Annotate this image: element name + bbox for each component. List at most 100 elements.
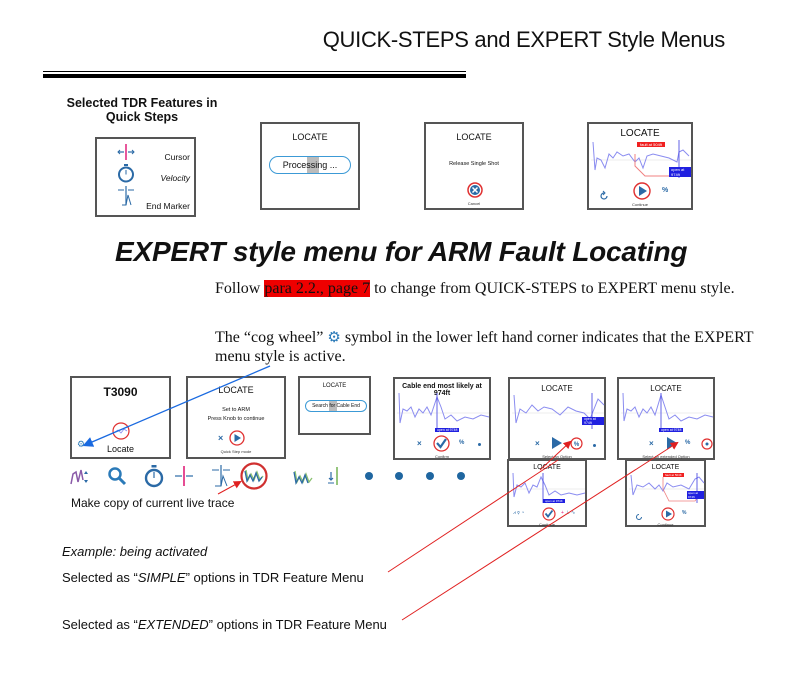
cancel-x-icon[interactable]: × — [218, 433, 224, 443]
screen-caption: Cancel — [467, 201, 481, 206]
text: ” options in TDR Feature Menu — [185, 570, 364, 585]
end-marker-icon — [118, 186, 134, 206]
cancel-x-icon[interactable]: × — [649, 439, 654, 448]
extended-emphasis: EXTENDED — [137, 617, 209, 632]
screen-message: Press Knob to continue — [207, 416, 265, 422]
confirm-check-icon[interactable] — [542, 507, 556, 521]
compare-icon[interactable]: % — [685, 440, 691, 446]
refresh-icon[interactable] — [599, 190, 609, 201]
text: Selected as “ — [62, 570, 138, 585]
pill-text: Processing ... — [282, 160, 338, 170]
para-text: symbol in the lower left hand corner ind… — [215, 329, 754, 365]
simple-option-text: Selected as “SIMPLE” options in TDR Feat… — [62, 570, 364, 585]
expert-screen-cable-end: Cable end most likely at 974ft open at 9… — [393, 377, 491, 460]
trace-scale-icon[interactable] — [70, 468, 90, 486]
play-button-icon[interactable] — [661, 507, 675, 521]
expert-screen-t3090: T3090 ⚙ Locate — [70, 376, 171, 459]
feature-end-marker: End Marker — [97, 185, 194, 211]
processing-pill: Processing ... — [269, 156, 351, 174]
search-pill: Search for Cable End — [305, 400, 367, 412]
paragraph-follow: Follow para 2.2., page 7 to change from … — [215, 279, 775, 298]
screen-message: Set to ARM — [222, 407, 250, 413]
trace-scale-icon[interactable]: ⩘ — [513, 510, 516, 516]
expert-screen-set-arm: LOCATE Set to ARM Press Knob to continue… — [186, 376, 286, 459]
simple-emphasis: SIMPLE — [137, 570, 186, 585]
play-icon[interactable] — [667, 437, 677, 449]
quick-steps-title: Selected TDR Features in Quick Steps — [62, 96, 222, 124]
cursor-icon[interactable]: + — [561, 510, 564, 516]
compare-trace-icon[interactable] — [293, 468, 314, 486]
cursor-icon — [117, 144, 135, 160]
screen-title: LOCATE — [322, 383, 347, 389]
cancel-x-icon[interactable]: × — [417, 439, 422, 448]
fault-label: fault at 504ft — [637, 142, 666, 147]
screen-title: LOCATE — [541, 384, 573, 393]
screen-caption: Continue — [657, 522, 674, 527]
confirm-check-icon[interactable] — [433, 435, 450, 452]
para-text: The “cog wheel” — [215, 329, 328, 346]
para-text: Follow — [215, 280, 265, 297]
stopwatch-icon[interactable] — [143, 464, 165, 488]
svg-text:%: % — [574, 442, 580, 448]
zoom-icon[interactable] — [107, 466, 127, 486]
end-marker-icon[interactable]: ⊥ — [565, 510, 570, 516]
cancel-icon[interactable] — [467, 182, 483, 198]
screen-caption: Continue — [538, 522, 555, 527]
feature-velocity: Velocity — [97, 163, 194, 183]
para-text: to change from QUICK-STEPS to EXPERT men… — [370, 280, 735, 297]
para-reference-link[interactable]: para 2.2., page 7 — [264, 280, 371, 297]
screen-caption: Locate — [106, 444, 135, 454]
dot-icon[interactable] — [395, 472, 403, 480]
quick-steps-title-line2: Quick Steps — [105, 110, 179, 124]
expert-screen-simple-continue: LOCATE open at 974ft ⩘ ⚲ ◔ + ⊥ ∿ Continu… — [507, 459, 587, 527]
zoom-icon[interactable]: ⚲ — [517, 510, 520, 516]
expert-screen-extended-option: LOCATE open at 974ft × % Select an exten… — [617, 377, 715, 460]
expert-screen-search: LOCATE Search for Cable End — [298, 376, 371, 435]
compare-icon[interactable]: % — [570, 437, 583, 450]
screen-title: LOCATE — [218, 385, 254, 395]
dot-icon[interactable] — [365, 472, 373, 480]
fault-label: fault at 504ft — [663, 473, 684, 477]
screen-title: LOCATE — [533, 464, 561, 471]
level-icon[interactable] — [326, 466, 342, 486]
screen-message: Release Single Shot — [449, 161, 499, 167]
dot-icon[interactable] — [593, 444, 596, 447]
end-label: open at 974ft — [543, 499, 565, 503]
trace-plot — [629, 473, 705, 503]
locate-icon[interactable] — [112, 422, 130, 440]
page-header-title: QUICK-STEPS and EXPERT Style Menus — [322, 27, 726, 52]
stopwatch-icon[interactable]: ◔ — [521, 510, 525, 516]
play-icon[interactable] — [552, 437, 562, 449]
extended-option-text: Selected as “EXTENDED” options in TDR Fe… — [62, 617, 387, 632]
extended-options-icon[interactable] — [701, 438, 713, 450]
end-label: open at 974ft — [687, 491, 704, 499]
copy-trace-icon[interactable] — [240, 462, 268, 490]
dot-icon[interactable] — [426, 472, 434, 480]
compare-icon[interactable]: % — [662, 187, 669, 194]
screen-caption: Confirm — [434, 454, 449, 459]
dot-icon[interactable] — [478, 443, 481, 446]
screen-title: T3090 — [103, 385, 138, 399]
trace-plot — [621, 392, 714, 429]
play-button-icon[interactable] — [229, 430, 245, 446]
simple-toolbar: ⩘ ⚲ ◔ — [513, 510, 524, 516]
cancel-x-icon[interactable]: × — [535, 439, 540, 448]
compare-icon[interactable]: % — [682, 510, 687, 516]
trace-plot — [591, 140, 692, 178]
end-label: open at 974ft — [659, 428, 684, 432]
refresh-icon[interactable] — [635, 513, 643, 521]
cursor-icon[interactable] — [174, 466, 194, 486]
compare-icon[interactable]: % — [459, 440, 465, 446]
copy-trace-icon[interactable]: ∿ — [571, 510, 576, 516]
example-title: Example: being activated — [62, 544, 208, 559]
screen-title: Cable end most likely at 974ft — [402, 383, 482, 397]
end-marker-icon[interactable] — [210, 464, 232, 488]
end-label: open at 974ft — [435, 428, 460, 432]
screen-title: LOCATE — [292, 132, 328, 142]
feature-label: Velocity — [160, 173, 190, 183]
play-button-icon[interactable] — [633, 182, 651, 200]
dot-icon[interactable] — [457, 472, 465, 480]
trace-plot — [397, 392, 490, 429]
expert-heading: EXPERT style menu for ARM Fault Locating — [115, 236, 688, 267]
expert-screen-select-option: LOCATE open at 974ft × % Select an Optio… — [508, 377, 606, 460]
